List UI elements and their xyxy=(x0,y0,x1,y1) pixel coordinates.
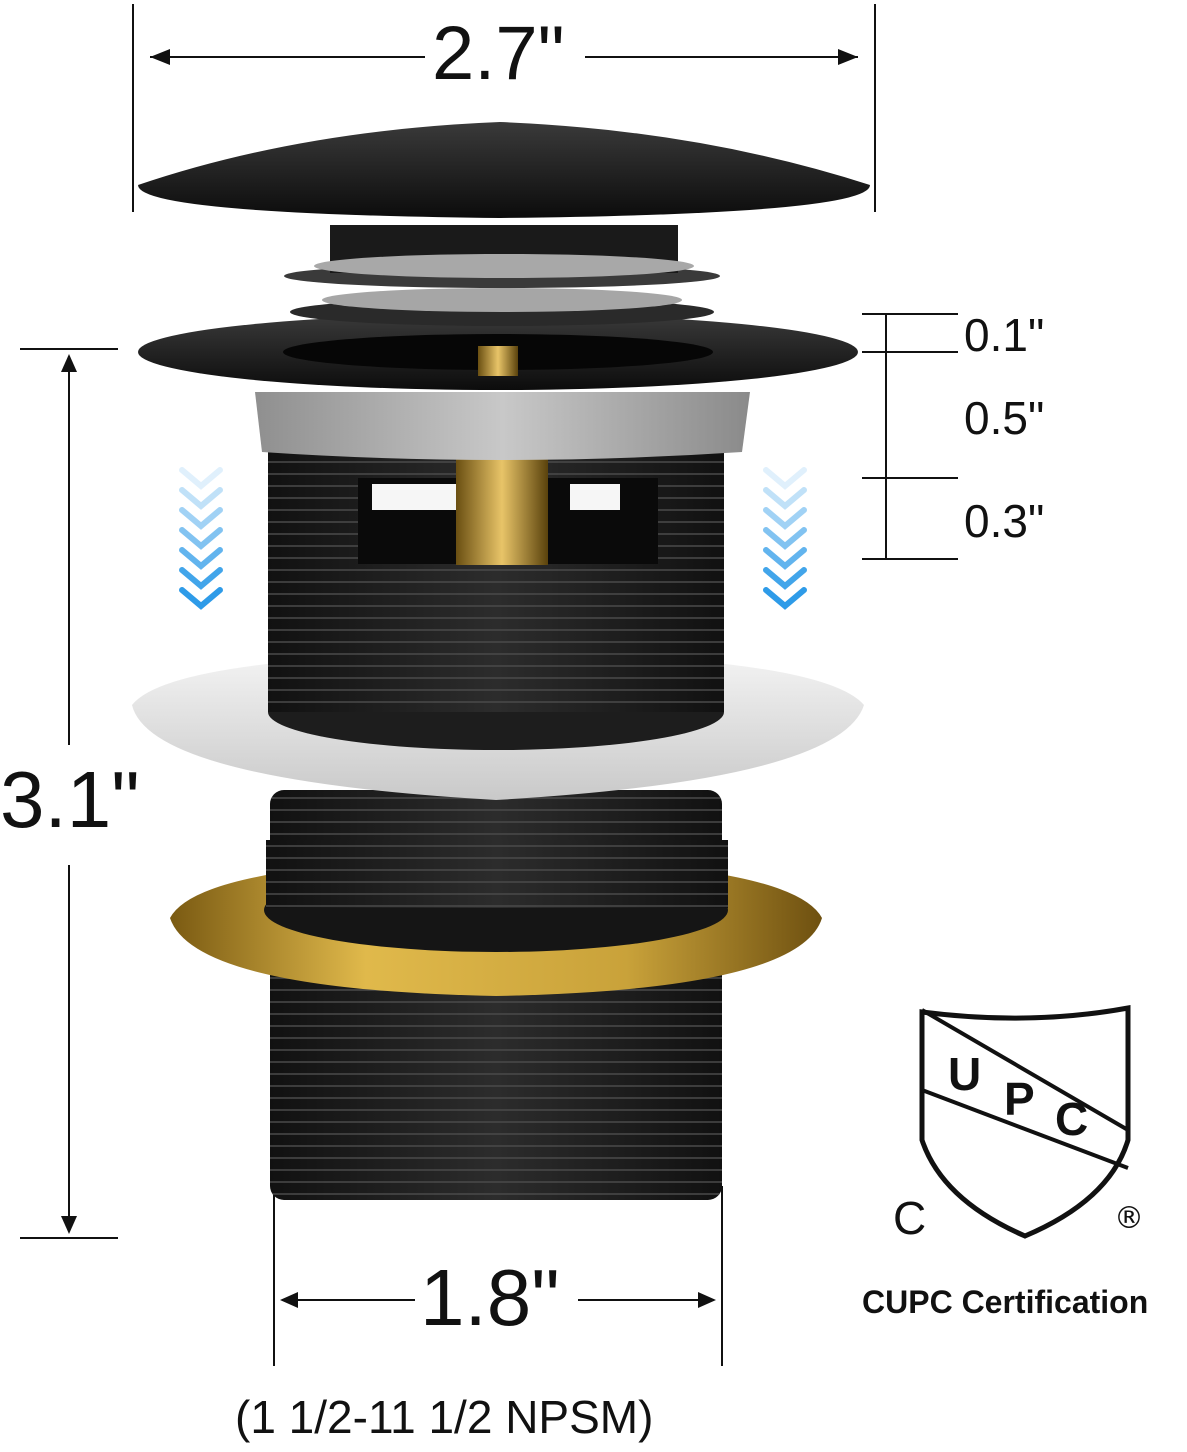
stack-dimension-2-label: 0.5" xyxy=(964,392,1045,444)
registered-mark: ® xyxy=(1114,1201,1144,1236)
certification-label: CUPC Certification xyxy=(862,1284,1149,1320)
canada-c-mark: C xyxy=(893,1192,926,1244)
dimension-lines xyxy=(20,4,958,1366)
upc-shield-icon: U P C C ® xyxy=(893,1004,1144,1244)
top-width-label: 2.7" xyxy=(432,11,565,96)
upc-letter-u: U xyxy=(948,1048,981,1100)
upc-letter-c: C xyxy=(1055,1093,1088,1145)
stack-dimension-1-label: 0.1" xyxy=(964,309,1045,361)
flow-arrows-right-icon xyxy=(763,467,807,610)
thread-spec-label: (1 1/2-11 1/2 NPSM) xyxy=(235,1391,654,1443)
arrow-heads xyxy=(61,49,858,1308)
thread-width-label: 1.8" xyxy=(420,1253,560,1342)
upc-letter-p: P xyxy=(1004,1073,1035,1125)
total-height-label: 3.1" xyxy=(0,755,140,844)
stack-dimension-3-label: 0.3" xyxy=(964,495,1045,547)
flow-arrows-left-icon xyxy=(179,467,223,610)
drain-body xyxy=(132,122,870,1200)
